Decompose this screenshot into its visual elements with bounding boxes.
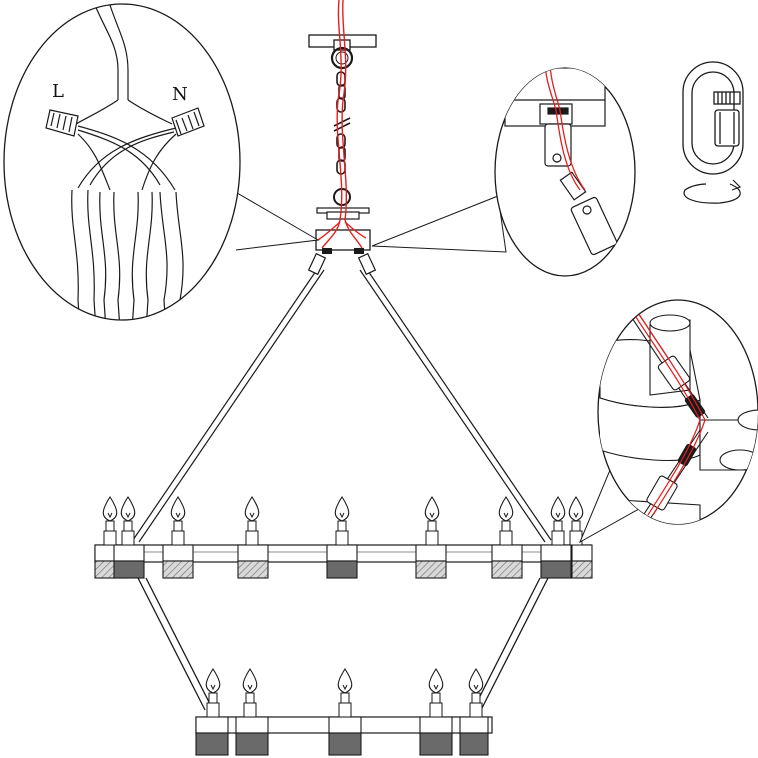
upper-candle-0 xyxy=(102,495,118,546)
upper-cup-3 xyxy=(237,544,269,579)
left-wire-nut-icon xyxy=(45,109,79,137)
upper-candle-3 xyxy=(244,495,260,546)
lower-candle-0 xyxy=(205,667,221,718)
canopy-hub xyxy=(315,207,371,254)
lower-candle-3 xyxy=(428,667,444,718)
quick-link-icon xyxy=(682,61,744,175)
power-wire xyxy=(317,0,367,249)
lower-candle-group xyxy=(195,667,489,756)
wiring-detail-bubble: L N xyxy=(3,3,320,321)
lower-cup-0 xyxy=(195,716,229,756)
lower-cup-3 xyxy=(419,716,453,756)
upper-candle-5 xyxy=(424,495,440,546)
upper-candle-group xyxy=(94,495,593,579)
live-label: L xyxy=(52,81,64,102)
lower-cup-1 xyxy=(235,716,269,756)
upper-candle-6 xyxy=(498,495,514,546)
upper-cup-6 xyxy=(491,544,523,579)
suspension-rods xyxy=(132,252,552,543)
upper-cup-1 xyxy=(113,544,145,579)
upper-cup-4 xyxy=(326,544,358,579)
lower-candle-1 xyxy=(242,667,258,718)
rotate-arrow-icon xyxy=(683,179,742,204)
lower-support-rods xyxy=(137,577,549,711)
lower-cup-4 xyxy=(459,716,489,756)
right-wire-nut-icon xyxy=(171,107,205,137)
upper-candle-2 xyxy=(170,495,186,546)
upper-candle-8 xyxy=(568,495,584,546)
lower-cup-2 xyxy=(328,716,362,756)
upper-candle-7 xyxy=(550,495,566,546)
upper-cup-7 xyxy=(540,544,572,579)
lower-candle-4 xyxy=(468,667,484,718)
upper-candle-1 xyxy=(120,495,136,546)
ceiling-mount xyxy=(308,34,377,70)
upper-cup-5 xyxy=(415,544,447,579)
arm-joint-detail-bubble xyxy=(578,299,758,544)
upper-cup-2 xyxy=(162,544,194,579)
upper-candle-4 xyxy=(334,495,350,546)
neutral-label: N xyxy=(172,84,188,105)
lower-candle-2 xyxy=(337,667,353,718)
hub-connector-detail-bubble xyxy=(371,67,636,277)
upper-cup-8 xyxy=(571,544,593,579)
